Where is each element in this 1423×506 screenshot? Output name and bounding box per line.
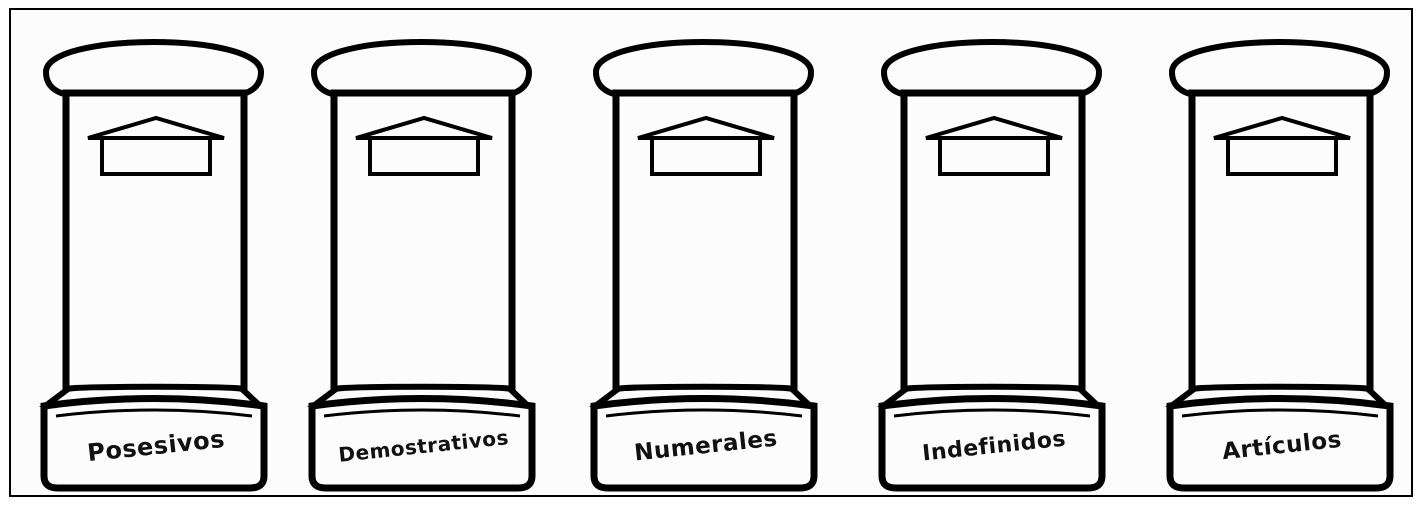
mailbox-label: Posesivos	[86, 425, 226, 467]
mailbox-label-wrap: Posesivos	[36, 416, 276, 476]
mailbox-label-wrap: Numerales	[586, 416, 826, 476]
mailbox-label-wrap: Indefinidos	[874, 416, 1114, 476]
mailbox-demostrativos: Demostrativos	[304, 26, 544, 496]
mailbox-label: Demostrativos	[338, 425, 511, 467]
mailbox-label-wrap: Artículos	[1162, 416, 1402, 476]
mailbox-posesivos: Posesivos	[36, 26, 276, 496]
mailbox-label: Artículos	[1221, 427, 1343, 465]
mailbox-indefinidos: Indefinidos	[874, 26, 1114, 496]
mailbox-label: Numerales	[633, 426, 779, 467]
mailbox-label: Indefinidos	[921, 426, 1067, 466]
mailbox-articulos: Artículos	[1162, 26, 1402, 496]
mailbox-numerales: Numerales	[586, 26, 826, 496]
mailbox-label-wrap: Demostrativos	[304, 416, 544, 476]
